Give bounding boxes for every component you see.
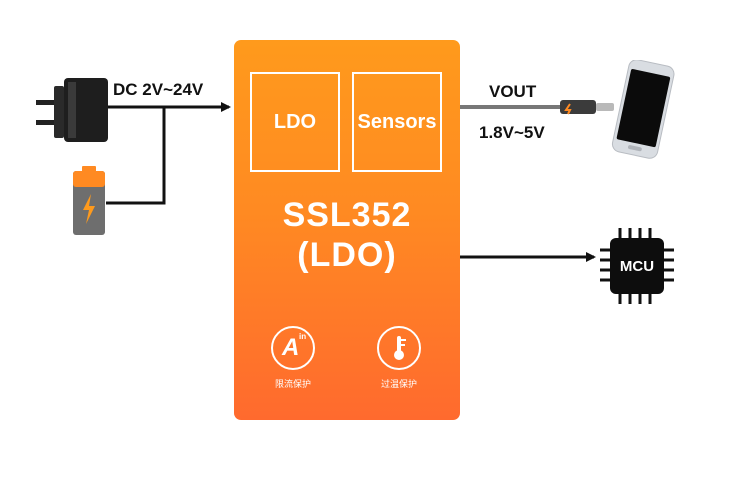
thermometer-icon bbox=[377, 326, 421, 370]
ldo-block: LDO bbox=[250, 72, 340, 172]
current-limit-superscript: in bbox=[299, 332, 307, 341]
ssl352-chip: LDO Sensors SSL352 (LDO) A in 限流保护 过温保护 bbox=[234, 40, 460, 420]
vout-label: VOUT bbox=[489, 82, 537, 101]
battery-icon bbox=[72, 166, 106, 236]
part-type: (LDO) bbox=[297, 236, 397, 274]
current-limit-glyph: A bbox=[282, 334, 300, 361]
usb-connector-icon bbox=[560, 98, 616, 116]
current-limit-icon: A in bbox=[271, 326, 315, 370]
over-temp-label: 过温保护 bbox=[380, 379, 417, 389]
mcu-chip-icon: MCU bbox=[598, 226, 678, 306]
current-limit-label: 限流保护 bbox=[274, 379, 311, 389]
power-adapter-icon bbox=[34, 76, 110, 142]
mcu-label: MCU bbox=[619, 258, 655, 275]
input-voltage-label: DC 2V~24V bbox=[113, 80, 204, 99]
battery-wire bbox=[106, 107, 166, 205]
part-number: SSL352 bbox=[282, 196, 412, 234]
sensors-block: Sensors bbox=[352, 72, 442, 172]
smartphone-icon bbox=[608, 59, 678, 160]
vout-range-label: 1.8V~5V bbox=[479, 123, 545, 142]
